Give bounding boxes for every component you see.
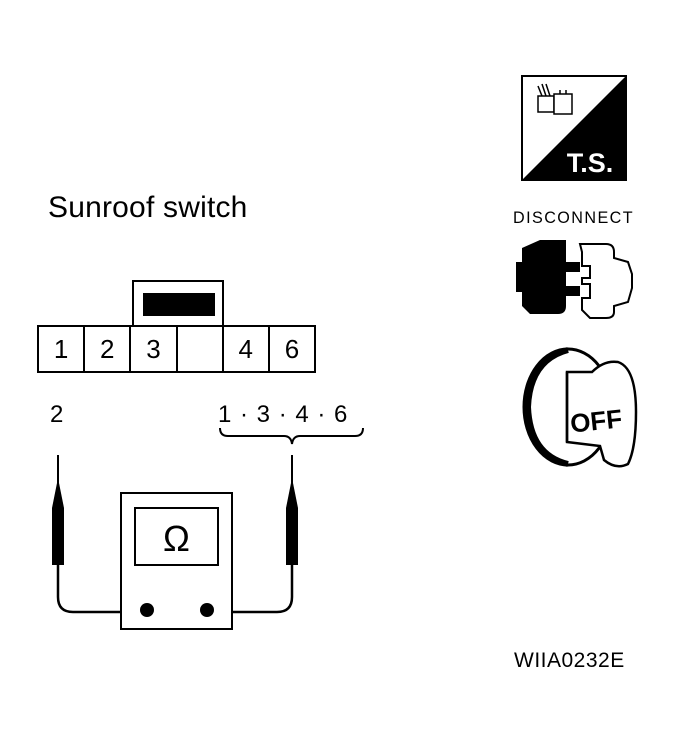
- figure-code: WIIA0232E: [514, 649, 625, 672]
- terminal-cell: 3: [131, 327, 178, 371]
- probe-right-label: 1 · 3 · 4 · 6: [218, 401, 349, 428]
- right-test-probe: [232, 455, 298, 614]
- ts-icon: T.S.: [521, 75, 627, 181]
- terminal-brace: [219, 427, 364, 445]
- terminal-cell: 1: [39, 327, 86, 371]
- terminal-cell: 4: [224, 327, 270, 371]
- meter-display: [134, 507, 219, 566]
- connector-lock: [143, 293, 215, 316]
- meter-jack-right: [200, 603, 214, 617]
- disconnect-icon: [516, 240, 633, 319]
- ignition-off-icon: OFF: [522, 347, 638, 468]
- ts-label: T.S.: [567, 148, 614, 178]
- connector-face: 1 2 3 4 6: [37, 325, 316, 373]
- connector-lock-tab: [132, 280, 224, 326]
- connector-glyph-icon: [537, 83, 573, 115]
- diagram-title: Sunroof switch: [48, 191, 248, 224]
- meter-jack-left: [140, 603, 154, 617]
- terminal-cell: 6: [284, 334, 300, 364]
- disconnect-label: DISCONNECT: [513, 208, 635, 227]
- off-label: OFF: [569, 403, 624, 438]
- probe-left-label: 2: [50, 401, 64, 428]
- ohm-symbol: Ω: [163, 518, 190, 559]
- terminal-cell: [178, 327, 224, 371]
- terminal-cell: 2: [85, 327, 132, 371]
- left-test-probe: [52, 455, 121, 614]
- ohmmeter: Ω: [120, 492, 233, 630]
